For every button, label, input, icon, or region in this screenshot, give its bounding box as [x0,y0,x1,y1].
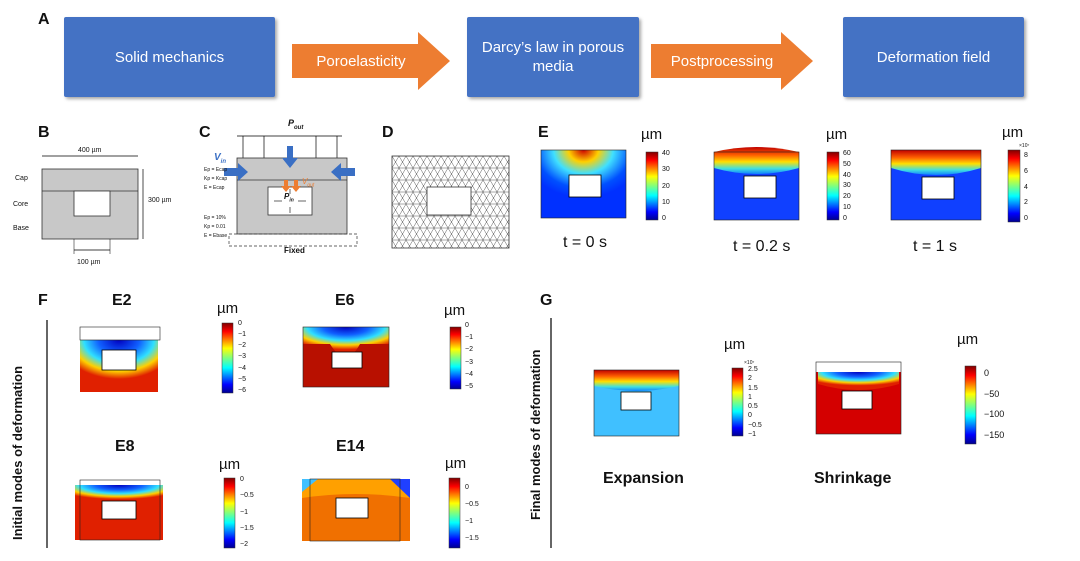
flow-box-deformation: Deformation field [843,17,1024,97]
colorbar-e2 [221,322,234,394]
final-modes-axis-label: Final modes of deformation [528,349,543,520]
height-label: 300 µm [148,197,172,204]
p-out-arrow [282,146,298,168]
sim-t02 [713,147,800,221]
colorbar-t02 [826,151,840,221]
panel-label-e: E [538,124,549,141]
unit-t02: µm [826,126,848,143]
flow-box-darcy: Darcy’s law in porous media [467,17,639,97]
time-label-t0: t = 0 s [563,234,608,251]
colorbar-expansion [731,367,744,437]
sim-t0 [540,149,627,219]
pressure-arrows [242,136,338,158]
colorbar-e6 [449,326,462,390]
layer-cap-label: Cap [15,175,28,182]
v-in-arrow-right [331,163,355,181]
panel-label-d: D [382,124,394,141]
v-in-arrow-left [224,163,248,181]
v-out-arrow-2 [291,180,301,192]
mode-title-e14: E14 [336,438,365,455]
width-label: 400 µm [78,147,102,154]
colorbar-t0 [645,151,659,221]
unit-shrinkage: µm [957,331,979,348]
panel-d-mesh [391,155,510,249]
v-in-label: Vin [214,152,227,165]
flow-row [292,32,813,90]
ticks-e14: 0−0.5−1−1.5 [465,484,479,542]
time-label-t1: t = 1 s [913,238,958,255]
fixed-label: Fixed [284,246,305,255]
layer-base-label: Base [13,225,29,232]
flow-arrow-postprocessing: Postprocessing [670,52,774,70]
panel-f-initial-modes [46,320,462,549]
flow-arrow-poroelasticity: Poroelasticity [316,52,406,70]
unit-e14: µm [445,455,467,472]
mesh-cavity [426,186,472,216]
core-width-label: 100 µm [77,259,101,266]
p-in-arrows [274,189,306,213]
colorbar-shrinkage [964,365,977,445]
mode-e2 [79,326,161,392]
exp-t1: ×10⁷ [1019,143,1030,149]
unit-t1: µm [1002,124,1024,141]
colorbar-e8 [223,477,236,549]
unit-e2: µm [217,300,239,317]
mode-expansion [593,369,680,437]
unit-e6: µm [444,302,466,319]
unit-expansion: µm [724,336,746,353]
flow-arrow-shape-1 [292,32,450,90]
ticks-e8: 0−0.5−1−1.5−2 [240,476,254,548]
mode-shrinkage [815,361,902,435]
sim-t1 [890,149,982,221]
v-out-label: Vout [302,177,315,189]
mode-title-e8: E8 [115,438,135,455]
panel-label-a: A [38,11,50,28]
colorbar-t1 [1007,149,1021,223]
time-label-t02: t = 0.2 s [733,238,791,255]
exp-expansion: ×10⁷ [744,360,755,366]
mode-e6 [302,326,390,388]
p-in-label: Pin [284,192,294,204]
ticks-shrinkage: 0−50−100−150 [984,368,1005,440]
ticks-e2: 0−1−2−3−4−5−6 [238,320,246,394]
ticks-e6: 0−1−2−3−4−5 [465,322,473,390]
fixed-boundary [228,233,358,247]
flow-box-solid-mechanics: Solid mechanics [64,17,275,97]
p-out-label: Pout [288,118,304,131]
layer-core-label: Core [13,201,29,208]
panel-b-geometry [41,155,144,254]
panel-label-f: F [38,292,48,309]
panel-label-c: C [199,124,211,141]
unit-t0: µm [641,126,663,143]
initial-modes-axis-label: Initial modes of deformation [10,365,25,540]
unit-e8: µm [219,456,241,473]
mode-e8 [75,479,163,541]
panel-label-g: G [540,292,553,309]
panel-e-time-series [540,147,1021,223]
flow-arrow-shape-2 [651,32,813,90]
mode-e14 [302,478,410,542]
v-out-arrow-1 [281,180,291,192]
mode-title-expansion: Expansion [603,470,684,487]
mode-title-shrinkage: Shrinkage [814,470,892,487]
panel-g-final-modes [550,318,977,548]
core-cavity [73,190,111,217]
panel-label-b: B [38,124,50,141]
mode-title-e2: E2 [112,292,132,309]
colorbar-e14 [448,477,461,549]
mode-title-e6: E6 [335,292,355,309]
panel-c-boundary [224,135,358,247]
